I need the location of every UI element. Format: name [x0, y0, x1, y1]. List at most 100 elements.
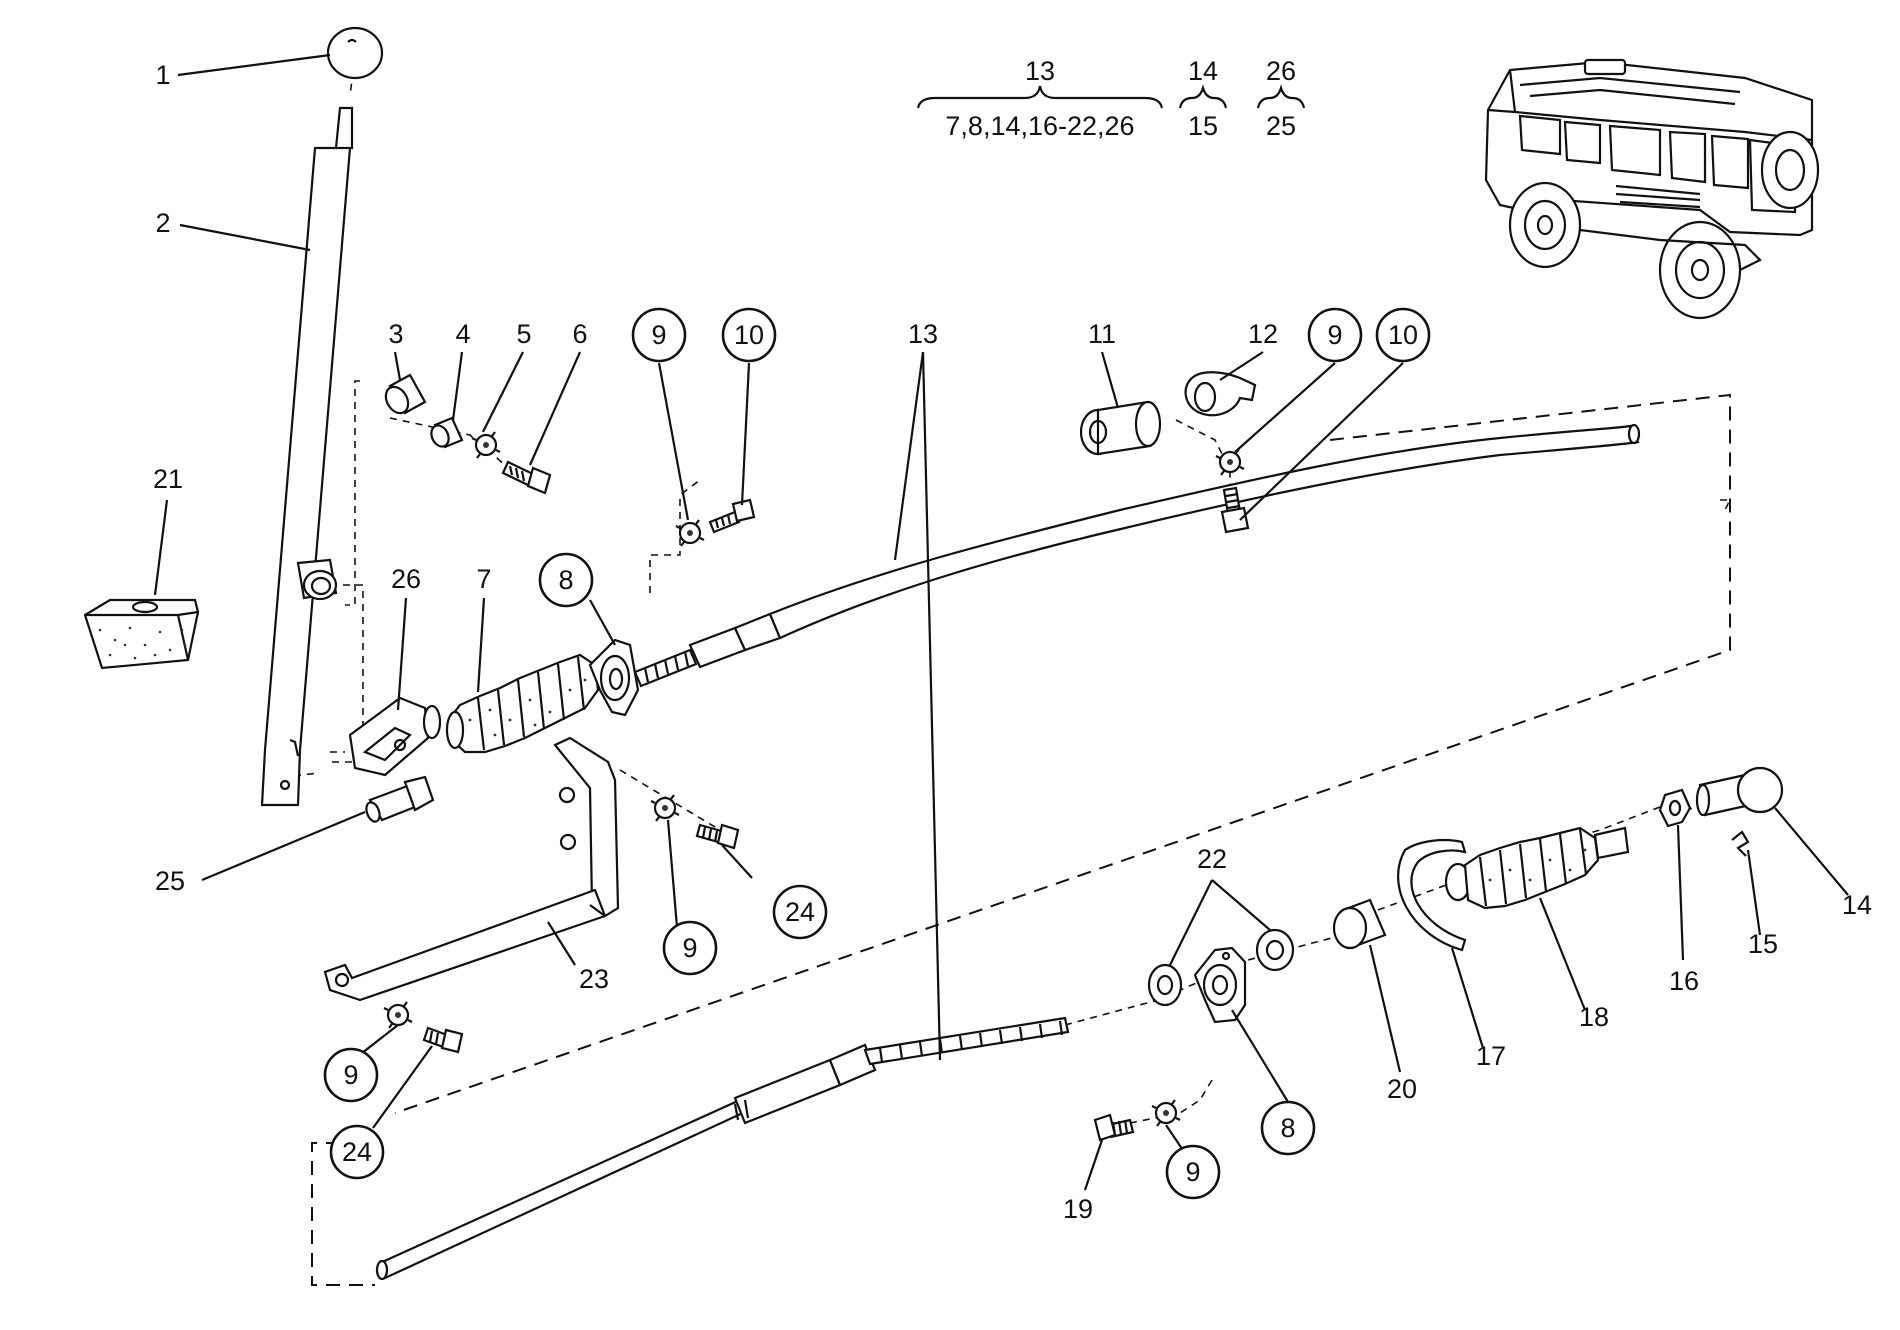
- part-spring-clip: [1731, 830, 1750, 857]
- header-group-26: 26 25: [1256, 56, 1306, 141]
- callout-24-lower-left: 24: [329, 1124, 385, 1180]
- leader-lines: [153, 53, 1849, 1191]
- callout-17: 17: [1476, 1041, 1506, 1071]
- callout-9-mid: 9: [662, 920, 718, 976]
- part-cable-clip: [1184, 371, 1257, 417]
- brace: [916, 85, 1164, 109]
- callout-text: 10: [734, 320, 764, 350]
- header-group-bottom-label: 7,8,14,16-22,26: [945, 111, 1134, 141]
- callout-text: 26: [391, 564, 421, 594]
- part-bolt: [1220, 486, 1250, 534]
- callout-text: 17: [1476, 1041, 1506, 1071]
- part-cable-flange: [1193, 946, 1247, 1024]
- header-group-top-label: 13: [1025, 56, 1055, 86]
- callout-10-top-left: 10: [721, 307, 777, 363]
- callout-25: 25: [155, 866, 185, 896]
- part-grommet: [1079, 400, 1162, 456]
- part-lock-washer: [1215, 448, 1245, 476]
- part-clevis: [348, 696, 442, 777]
- callout-2: 2: [155, 208, 170, 238]
- part-rubber-block: [83, 598, 200, 670]
- callout-8-upper: 8: [538, 552, 594, 608]
- callout-text: 22: [1197, 844, 1227, 874]
- callout-10-top-right: 10: [1375, 307, 1431, 363]
- callout-text: 8: [558, 565, 573, 595]
- callout-9-top-right: 9: [1307, 307, 1363, 363]
- callout-text: 23: [579, 964, 609, 994]
- callout-12: 12: [1248, 319, 1278, 349]
- callout-9-lower-left: 9: [323, 1047, 379, 1103]
- callout-text: 14: [1842, 890, 1872, 920]
- brace: [1178, 84, 1228, 109]
- callout-text: 3: [388, 319, 403, 349]
- part-pin: [430, 416, 464, 449]
- callout-text: 11: [1088, 319, 1116, 349]
- callout-text: 9: [1185, 1157, 1200, 1187]
- part-mounting-bracket: [323, 736, 620, 1002]
- callout-24-mid: 24: [772, 884, 828, 940]
- part-lock-washer: [1151, 1099, 1181, 1127]
- callout-15: 15: [1748, 929, 1778, 959]
- callout-text: 16: [1669, 966, 1699, 996]
- callout-text: 2: [155, 208, 170, 238]
- part-bolt: [501, 460, 552, 495]
- part-rubber-boot: [1444, 826, 1630, 910]
- callout-text: 7: [476, 564, 491, 594]
- callout-16: 16: [1669, 966, 1699, 996]
- callout-text: 24: [342, 1137, 372, 1167]
- part-bolt: [1093, 1113, 1135, 1142]
- callout-22: 22: [1197, 844, 1227, 874]
- callout-11: 11: [1088, 319, 1116, 349]
- part-lock-washer: [675, 519, 705, 547]
- header-group-bottom-label: 25: [1266, 111, 1296, 141]
- callout-1: 1: [155, 60, 170, 90]
- callout-text: 8: [1280, 1113, 1295, 1143]
- callout-text: 25: [155, 866, 185, 896]
- part-bushing: [384, 373, 427, 415]
- header-group-top-label: 14: [1188, 56, 1218, 86]
- callout-9-lower: 9: [1165, 1144, 1221, 1200]
- part-bushing: [1332, 898, 1387, 950]
- part-spacer: [1147, 963, 1183, 1007]
- callout-13: 13: [908, 319, 938, 349]
- part-rubber-boot: [445, 653, 600, 754]
- part-nut: [1658, 788, 1692, 828]
- part-knob: [326, 26, 384, 80]
- callout-text: 24: [785, 897, 815, 927]
- callout-text: 21: [153, 464, 183, 494]
- part-bolt: [708, 498, 756, 534]
- callout-text: 20: [1387, 1074, 1417, 1104]
- callout-text: 4: [455, 319, 470, 349]
- callout-text: 9: [651, 320, 666, 350]
- callout-text: 15: [1748, 929, 1778, 959]
- callout-text: 6: [572, 319, 587, 349]
- part-spacer: [1255, 928, 1295, 972]
- part-lock-washer: [383, 1001, 413, 1029]
- callout-9-top-left: 9: [631, 307, 687, 363]
- callout-6: 6: [572, 319, 587, 349]
- part-bolt: [695, 823, 740, 850]
- part-clevis-pin: [365, 775, 435, 823]
- part-cable-flange: [588, 638, 640, 717]
- callout-text: 19: [1063, 1194, 1093, 1224]
- callout-18: 18: [1579, 1002, 1609, 1032]
- part-hand-brake-lever: [260, 106, 354, 807]
- callout-7: 7: [476, 564, 491, 594]
- callout-text: 12: [1248, 319, 1278, 349]
- callout-text: 13: [908, 319, 938, 349]
- vehicle-illustration: [1484, 58, 1820, 320]
- callout-21: 21: [153, 464, 183, 494]
- header-group-bottom-label: 15: [1188, 111, 1218, 141]
- part-lock-washer: [650, 794, 680, 822]
- header-group-top-label: 26: [1266, 56, 1296, 86]
- callout-8-lower: 8: [1260, 1100, 1316, 1156]
- callout-text: 5: [516, 319, 531, 349]
- callout-text: 9: [682, 933, 697, 963]
- callout-23: 23: [579, 964, 609, 994]
- header-group-13: 13 7,8,14,16-22,26: [916, 56, 1164, 141]
- callout-5: 5: [516, 319, 531, 349]
- callout-26: 26: [391, 564, 421, 594]
- part-clamp-band: [1397, 839, 1467, 952]
- callout-text: 18: [1579, 1002, 1609, 1032]
